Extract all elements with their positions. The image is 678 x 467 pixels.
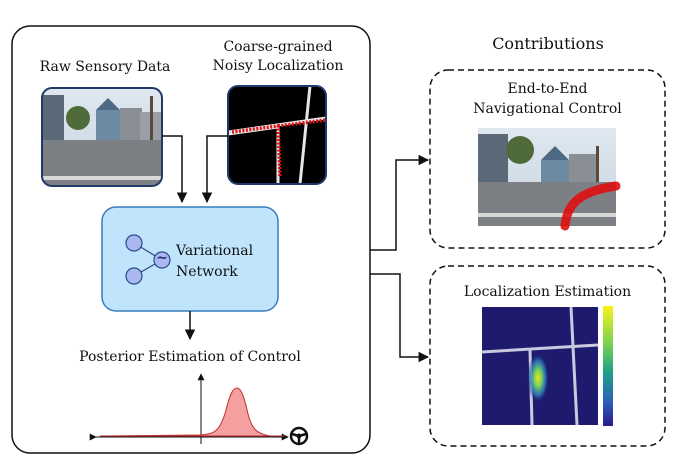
arrow-to-localization xyxy=(370,273,430,363)
localization-label: Localization Estimation xyxy=(463,284,632,300)
posterior-curve xyxy=(99,387,285,437)
steering-wheel-icon xyxy=(289,426,309,446)
network-node-icon xyxy=(125,234,171,285)
control-label-2: Navigational Control xyxy=(473,101,622,117)
arrow-to-control xyxy=(370,154,430,251)
arrow-coarse-to-network xyxy=(201,135,228,204)
network-tilde-symbol: ~ xyxy=(156,250,168,266)
localization-heatmap xyxy=(481,306,599,426)
left-panel-frame xyxy=(11,25,371,454)
control-label-1: End-to-End xyxy=(507,81,588,97)
navigation-control-image xyxy=(478,128,621,231)
coarse-localization-image xyxy=(228,86,326,184)
contributions-title: Contributions xyxy=(492,34,604,53)
raw-sensory-label: Raw Sensory Data xyxy=(39,59,171,75)
coarse-localization-label-1: Coarse-grained xyxy=(223,39,333,55)
heatmap-colorbar xyxy=(603,306,613,426)
network-label-2: Network xyxy=(176,264,238,280)
coarse-localization-label-2: Noisy Localization xyxy=(212,58,344,74)
control-panel-frame xyxy=(429,69,666,249)
network-label-1: Variational xyxy=(176,243,254,259)
posterior-plot xyxy=(89,373,289,444)
raw-sensory-image xyxy=(42,88,162,186)
arrow-raw-to-network xyxy=(162,135,188,204)
posterior-label: Posterior Estimation of Control xyxy=(79,349,301,365)
